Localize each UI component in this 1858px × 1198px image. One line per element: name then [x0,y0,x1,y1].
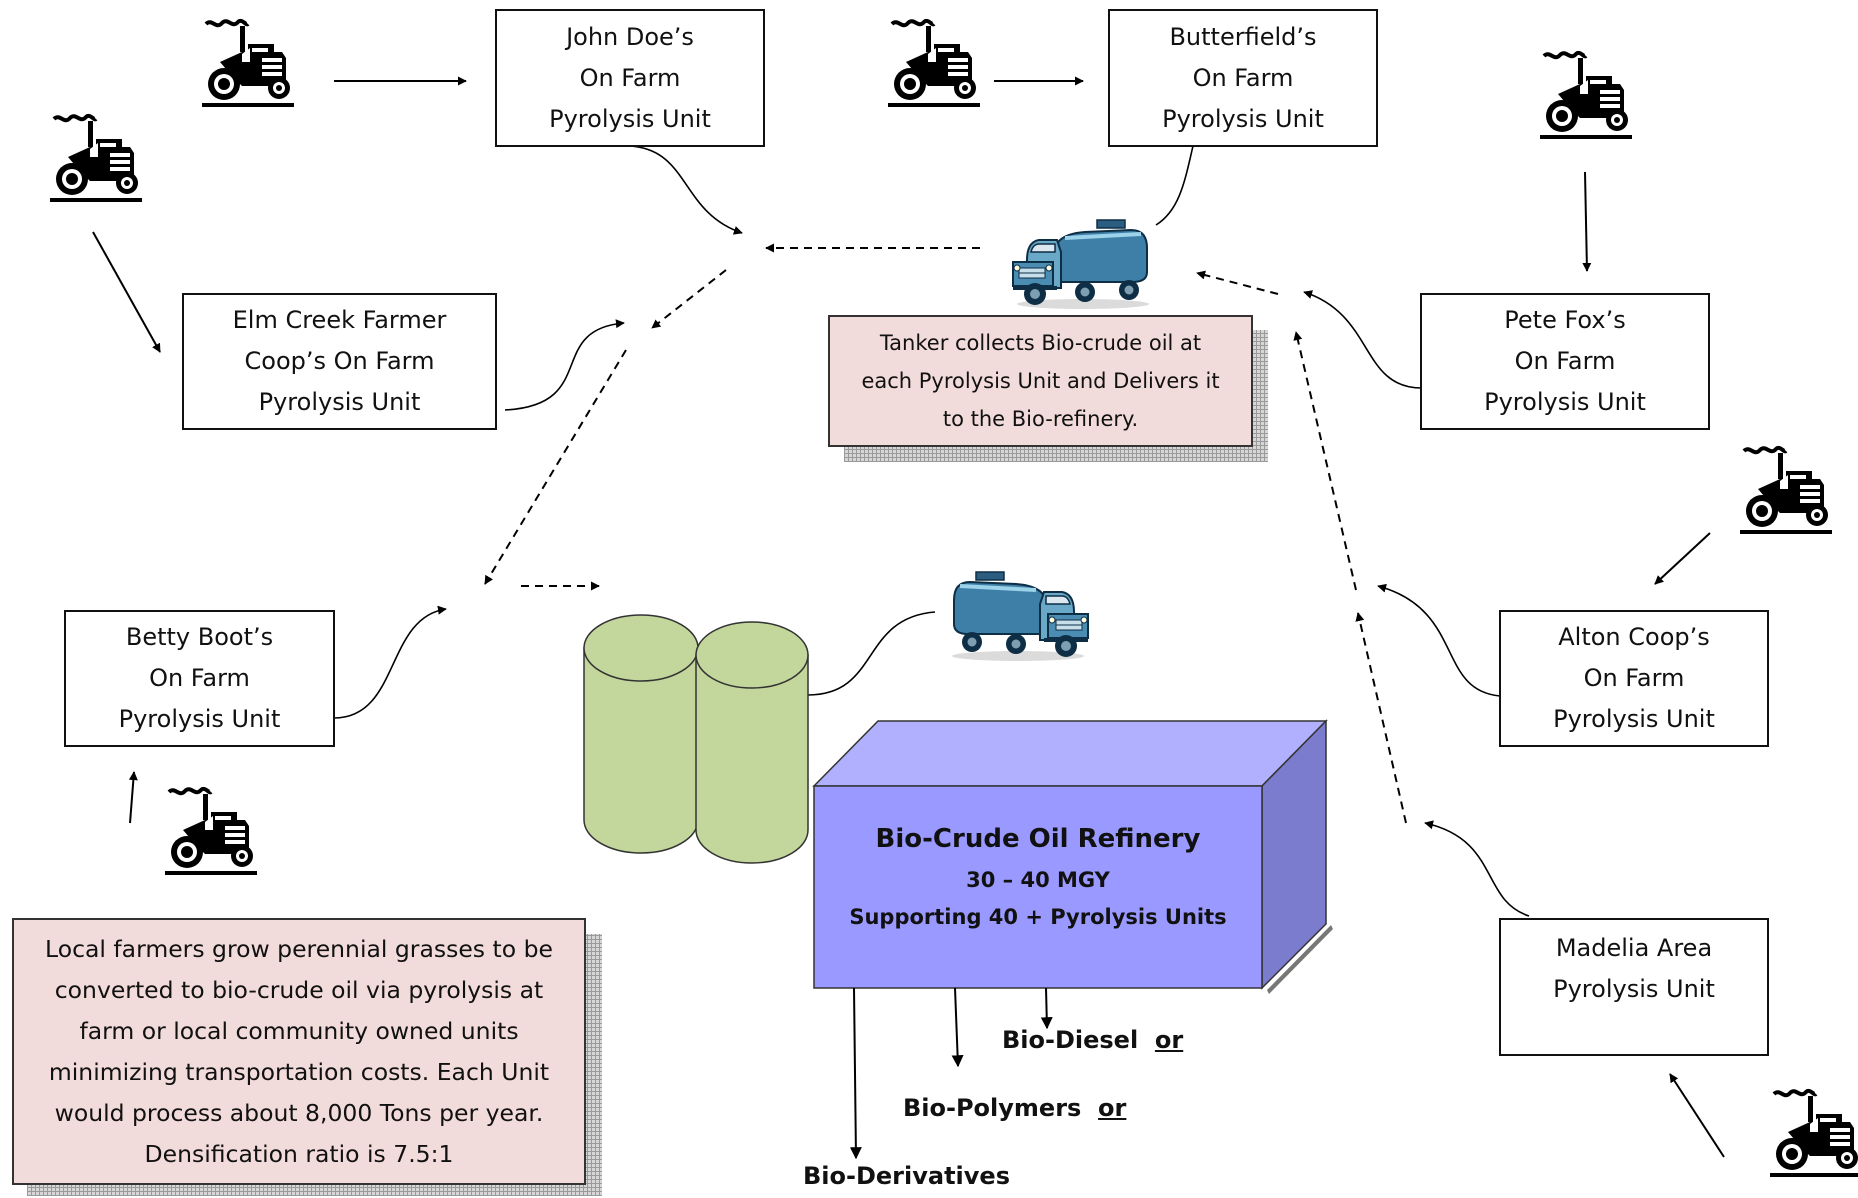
storage-tank-icon [583,614,699,854]
unit-pete-fox: Pete Fox’s On Farm Pyrolysis Unit [1420,293,1710,430]
tanker-truck-icon [1011,218,1151,311]
tractor-icon [200,18,296,109]
unit-label-line: Butterfield’s [1169,22,1317,51]
unit-label-line: Elm Creek Farmer [232,306,447,334]
unit-label-line: Pyrolysis Unit [1484,388,1646,416]
note-line: Densification ratio is 7.5:1 [144,1139,454,1168]
tanker-truck-icon [950,570,1090,663]
note-line: Local farmers grow perennial grasses to … [45,934,553,963]
refinery-box [812,719,1333,994]
product-label: Bio-Polymers [903,1094,1082,1122]
note-line: farm or local community owned units [79,1016,519,1045]
unit-label-line: On Farm [1514,347,1616,375]
unit-label-line: Pyrolysis Unit [118,705,281,733]
unit-label-line: Coop’s On Farm [244,347,435,375]
unit-label-line: Pyrolysis Unit [1553,975,1715,1003]
unit-label-line: Betty Boot’s [125,623,274,651]
refinery-title: Bio-Crude Oil Refinery [875,824,1201,854]
unit-elm-creek: Elm Creek Farmer Coop’s On Farm Pyrolysi… [182,293,497,430]
unit-madelia: Madelia Area Pyrolysis Unit [1499,918,1769,1056]
storage-tank-icon [695,621,809,864]
or-label: or [1154,1026,1184,1054]
note-line: minimizing transportation costs. Each Un… [48,1057,550,1086]
tractor-icon [886,18,982,109]
product-bio-polymers: Bio-Polymers or [903,1094,1126,1122]
unit-label-line: On Farm [149,664,250,692]
note-line: each Pyrolysis Unit and Delivers it [861,369,1220,393]
unit-label-line: On Farm [1192,63,1294,92]
unit-label-line: Pyrolysis Unit [549,104,711,133]
product-label: Bio-Diesel [1002,1026,1139,1054]
unit-label-line: Pyrolysis Unit [258,388,421,416]
tanker-note: Tanker collects Bio-crude oil at each Py… [828,315,1253,447]
or-label: or [1098,1094,1127,1122]
unit-label-line: Pyrolysis Unit [1553,705,1715,733]
tractor-icon [1738,445,1834,536]
unit-alton-coop: Alton Coop’s On Farm Pyrolysis Unit [1499,610,1769,747]
note-line: Tanker collects Bio-crude oil at [879,331,1202,355]
product-bio-derivatives: Bio-Derivatives [803,1162,1010,1190]
tractor-icon [48,113,144,204]
product-bio-diesel: Bio-Diesel or [1002,1026,1183,1054]
tractor-icon [163,786,259,877]
unit-label-line: On Farm [1583,664,1685,692]
unit-label-line: On Farm [579,63,681,92]
note-line: converted to bio-crude oil via pyrolysis… [54,975,544,1004]
unit-butterfield: Butterfield’s On Farm Pyrolysis Unit [1108,9,1378,147]
unit-label-line: Madelia Area [1555,934,1713,962]
unit-label-line: Pyrolysis Unit [1162,104,1324,133]
unit-label-line: Alton Coop’s [1558,623,1710,651]
refinery-capacity: 30 – 40 MGY [966,868,1110,892]
unit-label-line: Pete Fox’s [1504,306,1626,334]
product-label: Bio-Derivatives [803,1162,1010,1190]
unit-john-doe: John Doe’s On Farm Pyrolysis Unit [495,9,765,147]
unit-betty-boot: Betty Boot’s On Farm Pyrolysis Unit [64,610,335,747]
note-line: to the Bio-refinery. [942,407,1139,431]
tractor-icon [1768,1088,1858,1179]
tractor-icon [1538,50,1634,141]
refinery-support: Supporting 40 + Pyrolysis Units [849,905,1227,929]
note-line: would process about 8,000 Tons per year. [54,1098,544,1127]
farmers-note: Local farmers grow perennial grasses to … [12,918,586,1185]
unit-label-line: John Doe’s [566,22,694,51]
